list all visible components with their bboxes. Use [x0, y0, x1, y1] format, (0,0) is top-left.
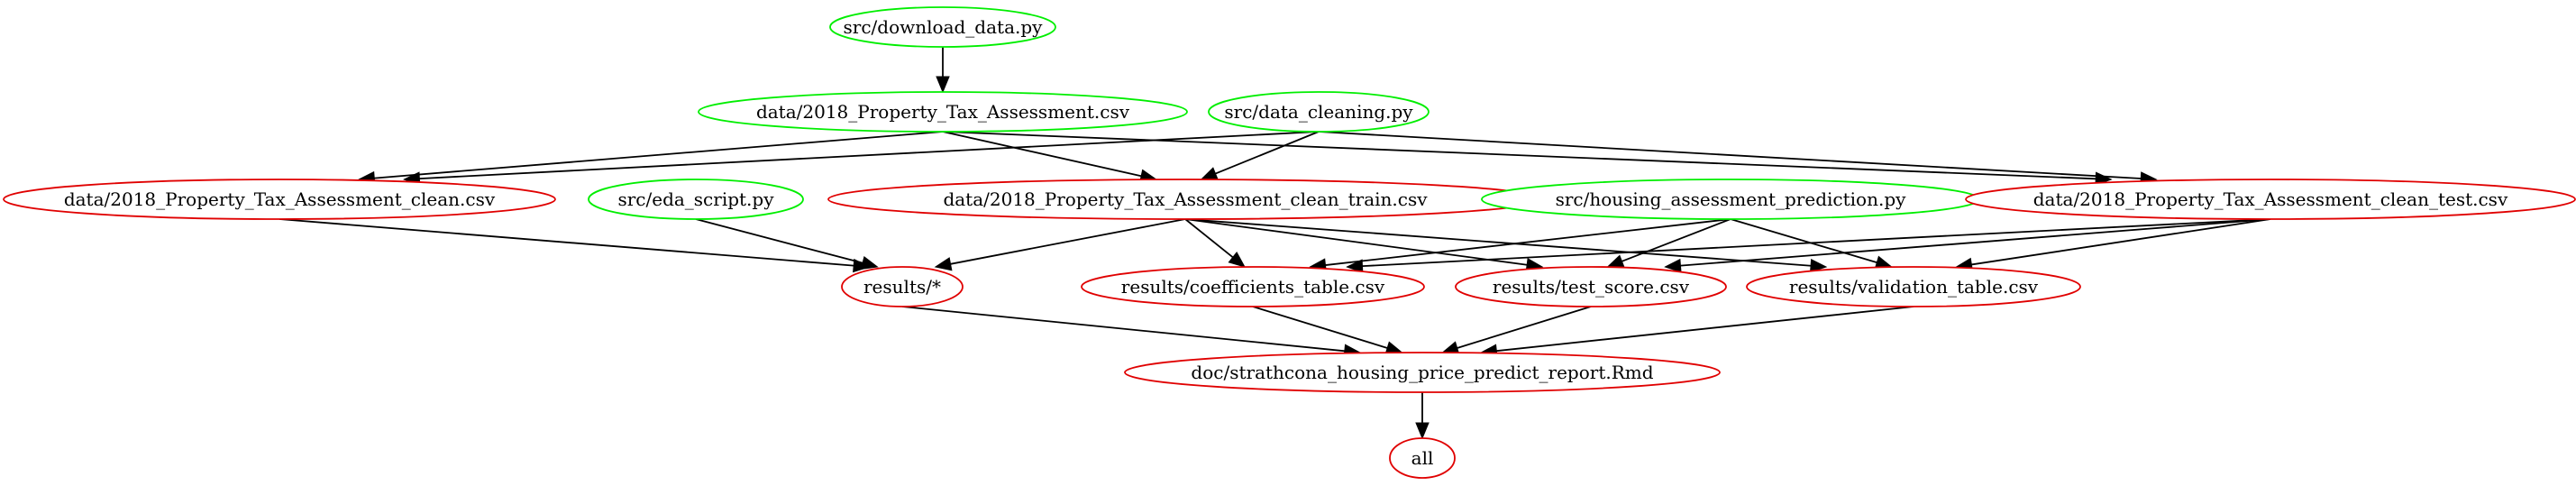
- arrowhead: [1346, 259, 1364, 273]
- edge-train-to-coef: [1184, 218, 1247, 268]
- node-label: data/2018_Property_Tax_Assessment.csv: [756, 101, 1130, 123]
- edge-line: [279, 218, 854, 267]
- node-label: all: [1411, 447, 1434, 469]
- edge-line: [1362, 218, 2271, 268]
- edge-raw-to-test: [942, 131, 2113, 187]
- node-ellipse: [1208, 91, 1430, 133]
- node-all: all: [1389, 437, 1456, 479]
- node-predict: src/housing_assessment_prediction.py: [1481, 179, 1980, 220]
- edge-line: [1325, 218, 1731, 266]
- edge-line: [1184, 218, 1528, 266]
- edge-line: [419, 131, 1320, 180]
- node-valid: results/validation_table.csv: [1746, 266, 2081, 307]
- node-download: src/download_data.py: [829, 6, 1056, 48]
- arrowhead: [860, 256, 879, 271]
- node-label: src/download_data.py: [844, 16, 1044, 38]
- edge-report-to-all: [1415, 392, 1430, 440]
- node-train: data/2018_Property_Tax_Assessment_clean_…: [827, 179, 1543, 220]
- node-ellipse: [829, 6, 1056, 48]
- node-ellipse: [1389, 437, 1456, 479]
- edge-line: [1184, 218, 1234, 259]
- edge-coef-to-report: [1252, 306, 1403, 355]
- arrowhead: [1200, 167, 1219, 180]
- edge-cleaning-to-clean: [403, 131, 1320, 186]
- node-label: results/*: [863, 276, 941, 298]
- edge-line: [1318, 131, 2142, 179]
- node-ellipse: [3, 179, 556, 220]
- node-ellipse: [1965, 179, 2576, 220]
- node-results: results/*: [841, 266, 964, 307]
- edges-layer: [279, 47, 2271, 440]
- edge-cleaning-to-train: [1200, 131, 1320, 180]
- edge-line: [1184, 218, 1812, 267]
- edge-line: [374, 131, 944, 179]
- node-clean: data/2018_Property_Tax_Assessment_clean.…: [3, 179, 556, 220]
- node-ellipse: [588, 179, 804, 220]
- arrowhead: [934, 257, 953, 271]
- arrowhead: [936, 76, 950, 94]
- edge-line: [1252, 306, 1388, 349]
- node-eda: src/eda_script.py: [588, 179, 804, 220]
- arrowhead: [1664, 258, 1682, 273]
- node-score: results/test_score.csv: [1455, 266, 1727, 307]
- node-coef: results/coefficients_table.csv: [1081, 266, 1425, 307]
- edge-train-to-results: [934, 218, 1186, 271]
- edge-line: [1730, 218, 1877, 264]
- edge-line: [1215, 131, 1320, 175]
- edge-line: [1457, 306, 1592, 349]
- node-label: src/housing_assessment_prediction.py: [1556, 188, 1907, 210]
- edge-line: [695, 218, 863, 264]
- node-label: data/2018_Property_Tax_Assessment_clean.…: [64, 188, 496, 210]
- node-label: doc/strathcona_housing_price_predict_rep…: [1191, 362, 1653, 383]
- node-label: src/eda_script.py: [617, 188, 774, 210]
- edge-results-to-report: [901, 306, 1362, 358]
- node-ellipse: [698, 91, 1188, 133]
- node-raw: data/2018_Property_Tax_Assessment.csv: [698, 91, 1188, 133]
- edge-test-to-coef: [1346, 218, 2271, 273]
- edge-line: [1680, 218, 2271, 267]
- arrowhead: [1228, 252, 1247, 268]
- edge-test-to-score: [1664, 218, 2271, 273]
- edge-download-to-raw: [936, 47, 950, 94]
- arrowhead: [1606, 254, 1625, 268]
- edge-train-to-valid: [1184, 218, 1828, 273]
- node-ellipse: [1081, 266, 1425, 307]
- nodes-layer: src/download_data.py data/2018_Property_T…: [3, 6, 2576, 479]
- edge-line: [1496, 306, 1914, 353]
- edge-line: [950, 218, 1186, 265]
- node-label: results/coefficients_table.csv: [1121, 276, 1385, 298]
- edge-valid-to-report: [1480, 306, 1914, 358]
- node-ellipse: [1455, 266, 1727, 307]
- node-ellipse: [1746, 266, 2081, 307]
- node-label: results/test_score.csv: [1493, 276, 1690, 298]
- edge-line: [901, 306, 1345, 353]
- node-test: data/2018_Property_Tax_Assessment_clean_…: [1965, 179, 2576, 220]
- node-label: results/validation_table.csv: [1789, 276, 2039, 298]
- edge-clean-to-results: [279, 218, 871, 273]
- node-label: data/2018_Property_Tax_Assessment_clean_…: [2033, 188, 2508, 210]
- edge-line: [1971, 218, 2271, 266]
- arrowhead: [1415, 422, 1430, 440]
- edge-score-to-report: [1441, 306, 1592, 355]
- node-label: src/data_cleaning.py: [1224, 101, 1413, 123]
- node-report: doc/strathcona_housing_price_predict_rep…: [1124, 352, 1721, 393]
- edge-eda-to-results: [695, 218, 879, 271]
- edge-line: [942, 131, 1142, 178]
- node-label: data/2018_Property_Tax_Assessment_clean_…: [943, 188, 1428, 210]
- node-cleaning: src/data_cleaning.py: [1208, 91, 1430, 133]
- node-ellipse: [841, 266, 964, 307]
- arrowhead: [1810, 258, 1828, 273]
- node-ellipse: [1124, 352, 1721, 393]
- edge-line: [942, 131, 2096, 180]
- edge-line: [1621, 218, 1731, 262]
